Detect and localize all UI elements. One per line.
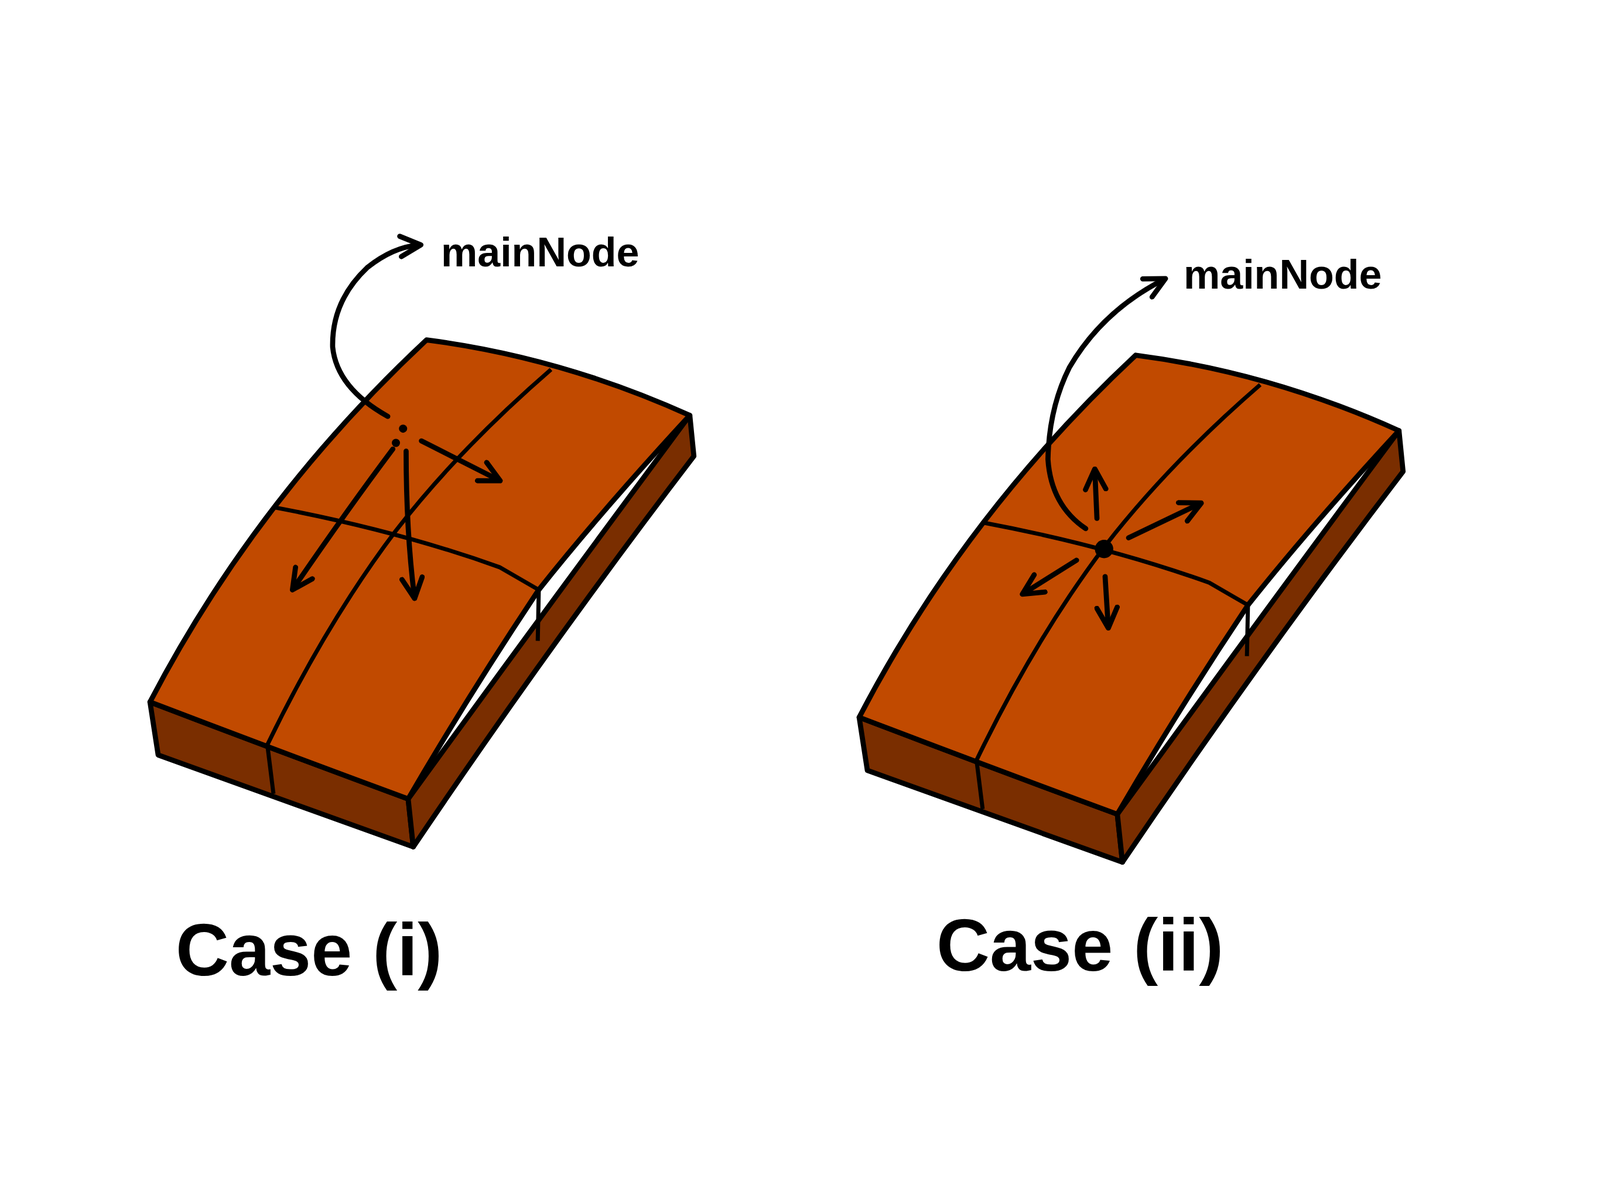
node-label: mainNode [440,231,639,273]
case-caption: Case (ii) [936,908,1224,983]
case-caption: Case (i) [175,913,443,988]
node-label: mainNode [1183,254,1382,296]
